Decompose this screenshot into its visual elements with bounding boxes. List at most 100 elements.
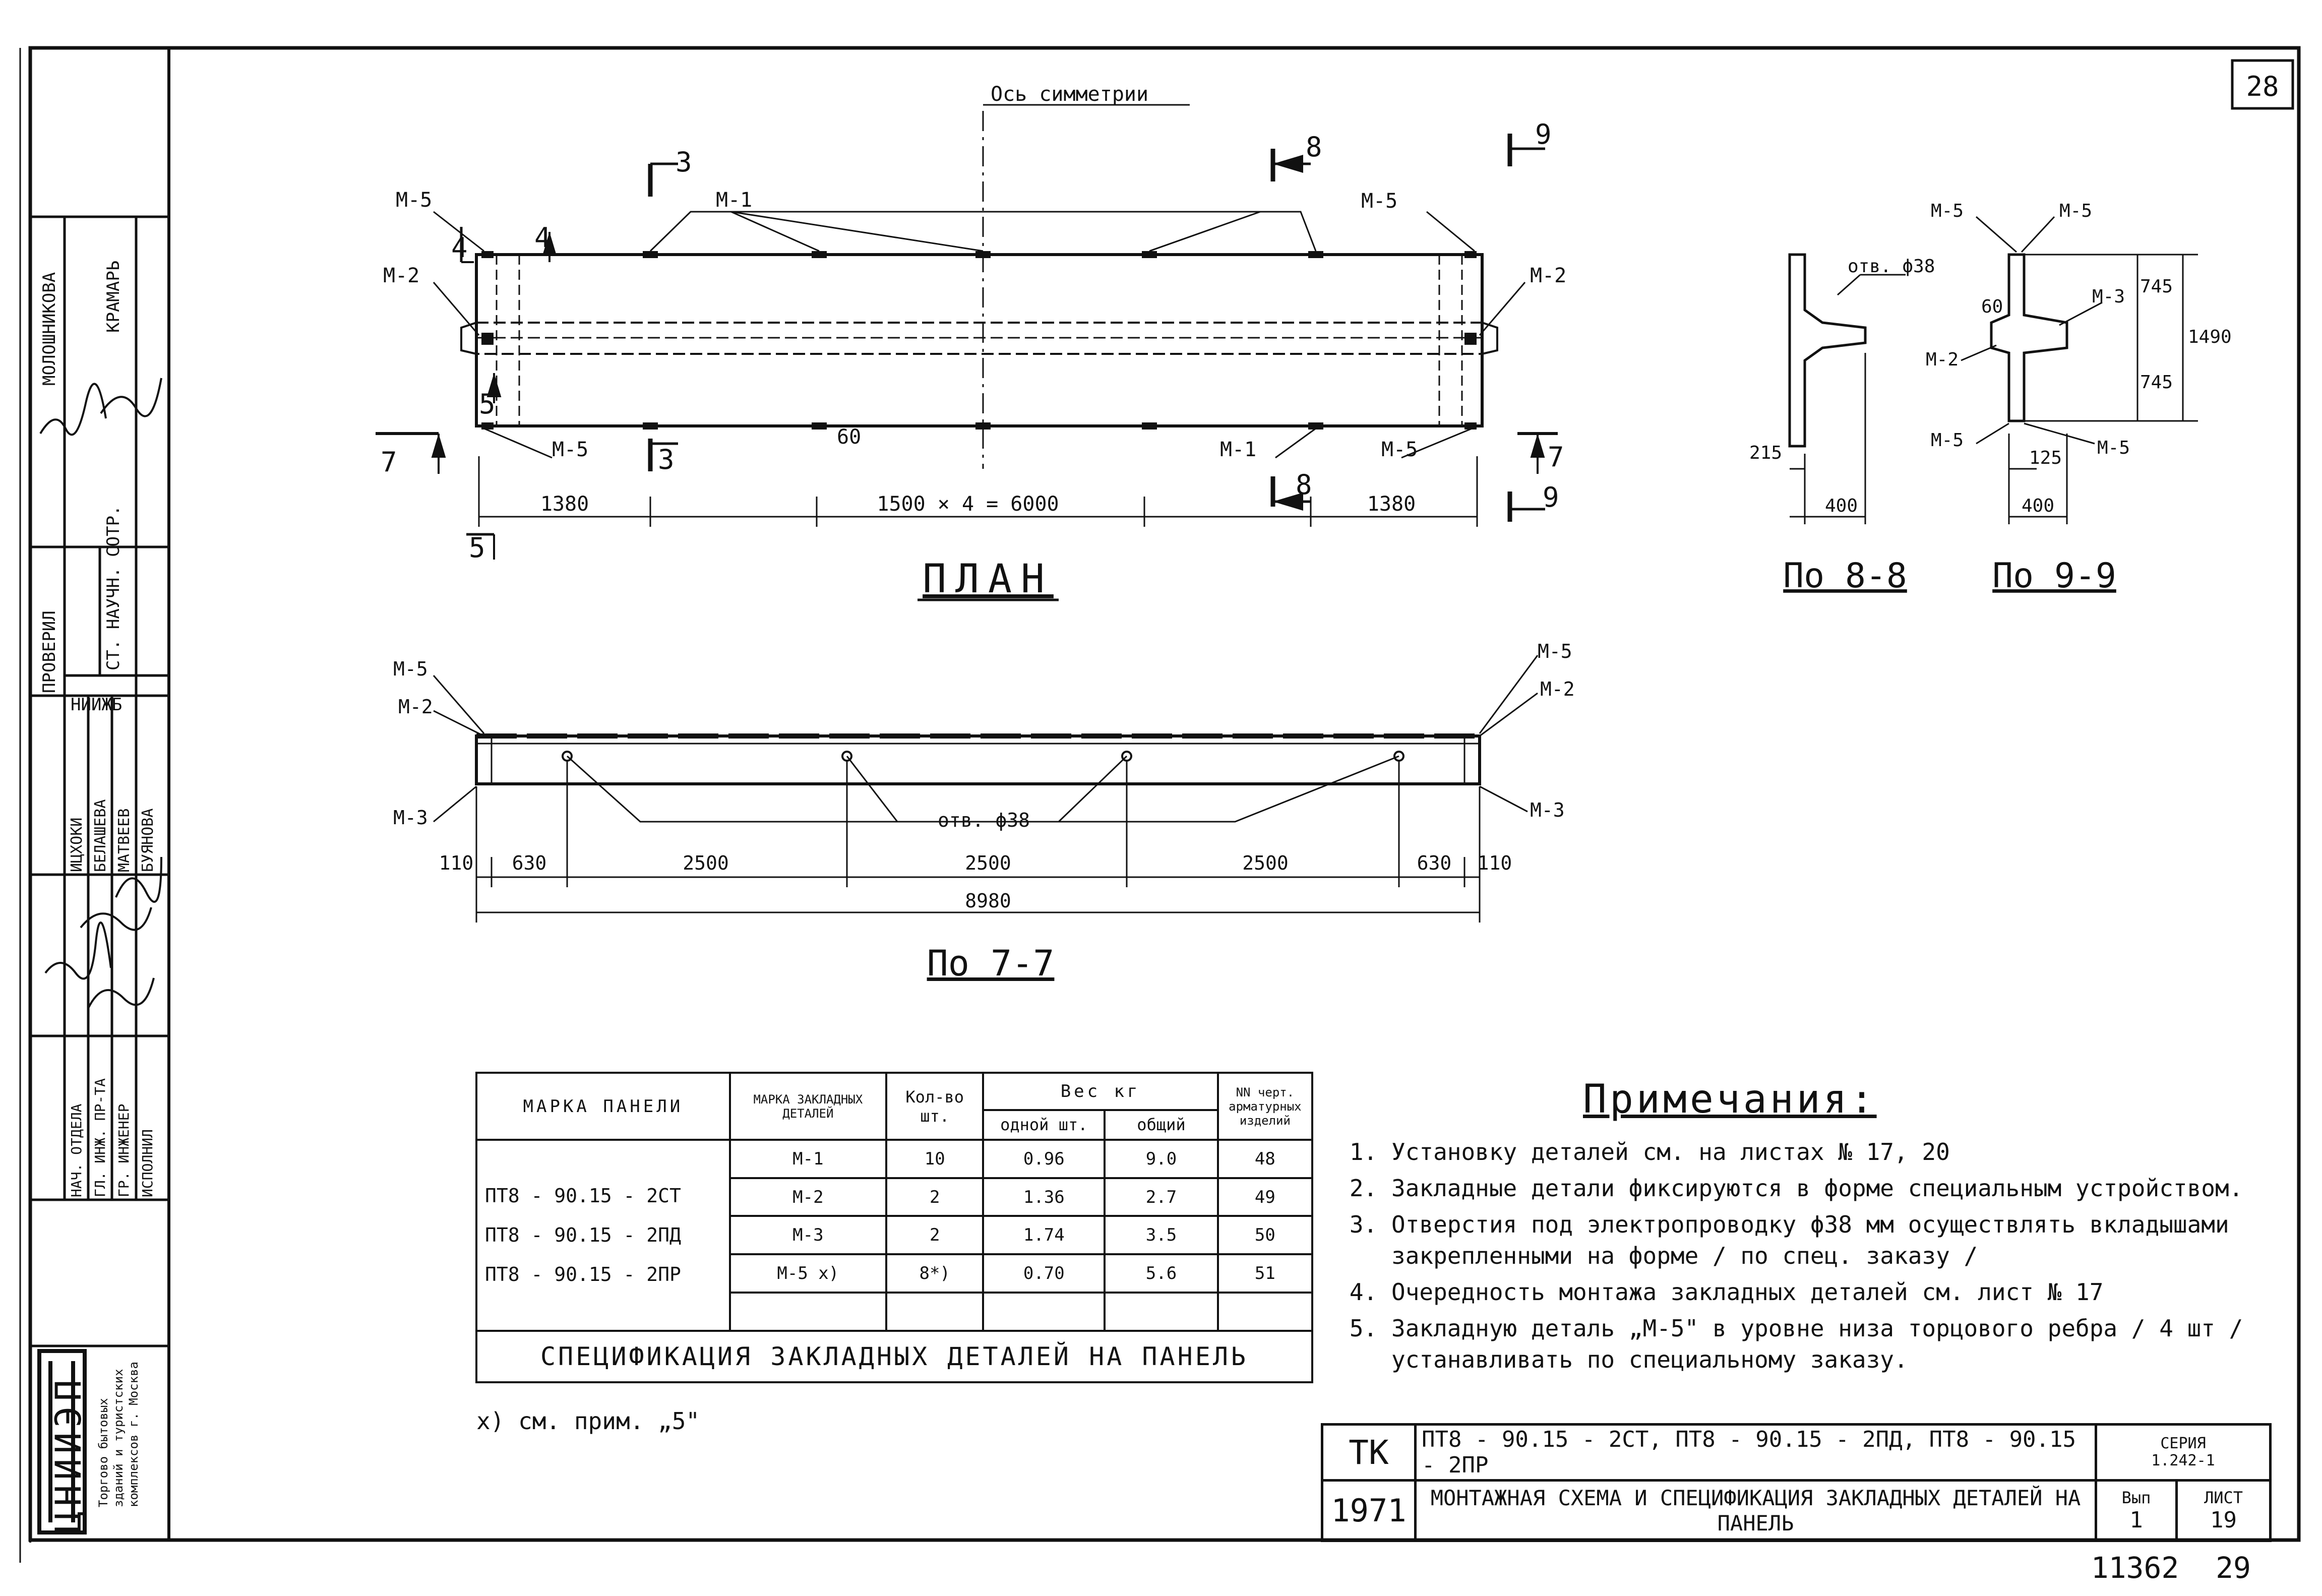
- note-3: Отверстия под электропроводку ϕ38 мм осу…: [1391, 1209, 2253, 1271]
- spec-row-4-total: 5.6: [1104, 1253, 1219, 1294]
- spec-row-1-one: 0.96: [982, 1139, 1106, 1179]
- section-99-label-m5-bl: М-5: [1931, 430, 1964, 451]
- spec-row-3-one: 1.74: [982, 1215, 1106, 1256]
- section-77-dim-2500-3: 2500: [1242, 852, 1289, 874]
- section-77-label-m2-left: М-2: [398, 696, 433, 718]
- spec-row-4-mark: М-5 х): [728, 1253, 887, 1294]
- section-mark-8-top: 8: [1306, 131, 1322, 163]
- section-99-drawing: [1961, 216, 2198, 524]
- plan-label-m5-top-right: М-5: [1361, 190, 1397, 213]
- spec-row-3-mark: М-3: [728, 1215, 887, 1256]
- title-block-marks: ПТ8 - 90.15 - 2СТ, ПТ8 - 90.15 - 2ПД, ПТ…: [1414, 1423, 2097, 1482]
- spec-row-4-qty: 8*): [885, 1253, 985, 1294]
- section-77-dimension-lines: [475, 761, 1481, 923]
- plan-outline: [475, 253, 1484, 427]
- section-99-label-m5-br: М-5: [2097, 438, 2130, 458]
- title-block-series: СЕРИЯ 1.242-1: [2095, 1423, 2272, 1482]
- spec-header-weight-one: одной шт.: [982, 1109, 1106, 1141]
- plan-label-m2-left: М-2: [383, 264, 419, 287]
- spec-row-1-mark: М-1: [728, 1139, 887, 1179]
- spec-header-drawings: NN черт. арматурных изделий: [1216, 1071, 1314, 1141]
- section-mark-7-left: 7: [381, 446, 397, 478]
- plan-dim-right: 1380: [1367, 493, 1416, 516]
- plan-label-m5-top-left: М-5: [396, 189, 432, 212]
- section-mark-5-upper: 5: [479, 388, 496, 420]
- sidebar-checked: ПРОВЕРИЛ: [39, 610, 59, 693]
- spec-row-2-total: 2.7: [1104, 1177, 1219, 1217]
- spec-header-qty: Кол-во шт.: [885, 1071, 985, 1141]
- spec-row-4-dwg: 51: [1216, 1253, 1314, 1294]
- section-mark-4-right: 4: [534, 222, 551, 254]
- section-77-label-m2-right: М-2: [1540, 678, 1575, 700]
- title-block-vyp-label: Вып: [2121, 1488, 2151, 1507]
- sidebar-nii: НИИЖБ: [71, 695, 123, 715]
- title-block: ТК ПТ8 - 90.15 - 2СТ, ПТ8 - 90.15 - 2ПД,…: [1321, 1423, 2272, 1542]
- plan-plates: [481, 251, 1477, 429]
- spec-row-1-qty: 10: [885, 1139, 985, 1179]
- plan-leaders: [433, 104, 1526, 459]
- spec-row-2-mark: М-2: [728, 1177, 887, 1217]
- page-number: 29: [2216, 1551, 2251, 1585]
- sidebar-org: ЦНИИЭП: [48, 1375, 89, 1532]
- plan-dim-left: 1380: [540, 493, 589, 516]
- section-77-drawing: [433, 655, 1539, 823]
- section-88-drawing: [1788, 253, 1906, 524]
- plan-dimension-line: [478, 456, 1478, 527]
- signatures: [39, 378, 162, 1009]
- spec-header-panel: МАРКА ПАНЕЛИ: [475, 1071, 731, 1141]
- symmetry-axis-label: Ось симметрии: [991, 83, 1148, 106]
- plan-labels: М-1 М-5 М-5 М-2 М-2 М-5 М-1 М-5 60: [383, 189, 1566, 461]
- plan-dimension-values: 1380 1500 × 4 = 6000 1380: [540, 493, 1416, 516]
- section-77-label-m3-right: М-3: [1530, 799, 1565, 821]
- section-77-dim-630-right: 630: [1417, 852, 1452, 874]
- notes-list: Установку деталей см. на листах № 17, 20…: [1356, 1136, 2253, 1375]
- spec-table: МАРКА ПАНЕЛИ МАРКА ЗАКЛАДНЫХ ДЕТАЛЕЙ Кол…: [475, 1071, 1314, 1384]
- section-99-dim-60: 60: [1981, 296, 2003, 317]
- spec-row-1-total: 9.0: [1104, 1139, 1219, 1179]
- section-88-hole-label: отв. ϕ38: [1848, 256, 1935, 277]
- note-1: Установку деталей см. на листах № 17, 20: [1391, 1136, 2253, 1168]
- sheet-corner-number: 28: [2246, 71, 2279, 102]
- section-77-label-m3-left: М-3: [393, 807, 428, 829]
- title-block-sheet-value: 19: [2210, 1507, 2237, 1533]
- section-88-dim-215: 215: [1749, 443, 1782, 463]
- note-4: Очередность монтажа закладных деталей см…: [1391, 1276, 2253, 1308]
- section-77-label-m5-right: М-5: [1538, 640, 1572, 662]
- note-5: Закладную деталь „М-5" в уровне низа тор…: [1391, 1313, 2253, 1375]
- spec-panel-2: ПТ8 - 90.15 - 2ПД: [485, 1224, 681, 1247]
- section-99-label-m3: М-3: [2092, 286, 2125, 307]
- sidebar-name-1: МОЛОШНИКОВА: [39, 272, 59, 386]
- spec-caption: СПЕЦИФИКАЦИЯ ЗАКЛАДНЫХ ДЕТАЛЕЙ НА ПАНЕЛЬ: [475, 1329, 1313, 1384]
- org-logo: [37, 1349, 87, 1534]
- plan-label-m1-bottom: М-1: [1220, 438, 1256, 461]
- section-88-title: По 8-8: [1783, 556, 1907, 596]
- spec-header-details: МАРКА ЗАКЛАДНЫХ ДЕТАЛЕЙ: [728, 1071, 887, 1141]
- section-mark-8-bottom: 8: [1296, 469, 1312, 501]
- sidebar-name-2: КРАМАРЬ: [103, 260, 124, 333]
- sidebar-sci: СТ. НАУЧН. СОТР.: [103, 505, 124, 670]
- title-block-tk: ТК: [1321, 1423, 1417, 1482]
- section-77-dimension-values: 110 630 2500 2500 2500 630 110 8980: [439, 852, 1512, 912]
- section-mark-9-top: 9: [1535, 118, 1552, 150]
- spec-row-3-total: 3.5: [1104, 1215, 1219, 1256]
- section-mark-3-bottom: 3: [658, 444, 675, 475]
- sheet-frame: [19, 46, 2301, 1563]
- title-block-description: МОНТАЖНАЯ СХЕМА И СПЕЦИФИКАЦИЯ ЗАКЛАДНЫХ…: [1414, 1479, 2097, 1542]
- section-77-dim-630-left: 630: [512, 852, 547, 874]
- plan-section-numbers: 3 3 8 8 9 9 7 7 4 4 5 5: [381, 118, 1564, 564]
- plan-label-m1-top: М-1: [716, 189, 752, 212]
- section-99-label-m5-tl: М-5: [1931, 201, 1964, 221]
- spec-row-2-one: 1.36: [982, 1177, 1106, 1217]
- section-mark-7-right: 7: [1548, 441, 1564, 473]
- title-block-sheet-label: ЛИСТ: [2204, 1488, 2243, 1507]
- section-99-dim-745-top: 745: [2140, 276, 2173, 297]
- sidebar-person-1: ИЦХОКИ: [68, 817, 86, 872]
- title-block-vyp-value: 1: [2129, 1507, 2143, 1533]
- sidebar-role-1: НАЧ. ОТДЕЛА: [68, 1103, 85, 1197]
- section-99-dim-125: 125: [2029, 448, 2062, 468]
- section-77-hole-label: отв. ϕ38: [938, 809, 1030, 831]
- spec-row-3-dwg: 50: [1216, 1215, 1314, 1256]
- title-block-series-label: СЕРИЯ: [2160, 1435, 2206, 1452]
- spec-panel-1: ПТ8 - 90.15 - 2СТ: [485, 1185, 681, 1207]
- title-block-vyp: Вып 1: [2095, 1479, 2178, 1542]
